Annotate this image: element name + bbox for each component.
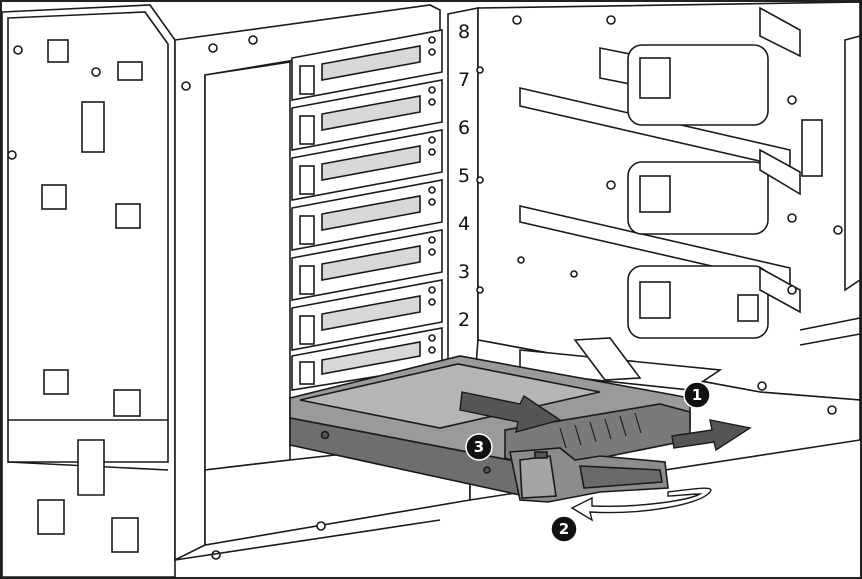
bay-number-6: 6 <box>458 117 470 139</box>
drive-bay-3 <box>291 279 443 351</box>
bay-number-3: 3 <box>458 261 470 283</box>
drive-bay-7 <box>291 79 443 151</box>
drive-bay-6 <box>291 129 443 201</box>
insert-arrow <box>459 391 562 433</box>
bay-number-2: 2 <box>458 309 470 331</box>
callout-1: 1 <box>683 381 711 409</box>
hot-plug-drive-carrier <box>289 355 691 503</box>
drive-bay-4 <box>291 229 443 301</box>
callout-2-label: 2 <box>559 520 569 538</box>
left-chassis-panel <box>1 4 191 578</box>
installed-drives <box>291 29 443 391</box>
bay-number-8: 8 <box>458 21 470 43</box>
lever-rotate-arrow <box>570 487 712 522</box>
callout-3: 3 <box>465 433 493 461</box>
pull-arrow <box>671 419 752 452</box>
callout-2: 2 <box>550 515 578 543</box>
bay-number-labels: 8 7 6 5 4 3 2 <box>458 21 470 331</box>
drive-bay-2 <box>291 327 443 391</box>
bay-number-7: 7 <box>458 69 470 91</box>
drive-bay-5 <box>291 179 443 251</box>
callout-1-label: 1 <box>692 386 702 404</box>
bay-number-4: 4 <box>458 213 470 235</box>
callout-3-label: 3 <box>474 438 484 456</box>
bay-number-5: 5 <box>458 165 470 187</box>
drive-bay-8 <box>291 29 443 101</box>
